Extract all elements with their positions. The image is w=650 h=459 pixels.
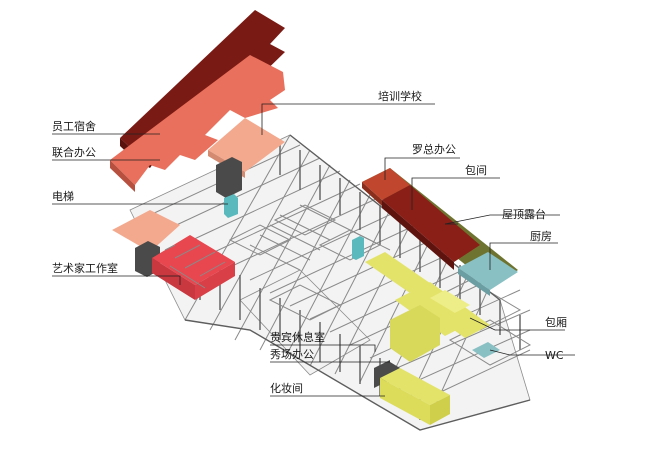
label-private-room: 包间 xyxy=(465,164,487,177)
label-show-office: 秀场办公 xyxy=(270,347,314,361)
wc-block xyxy=(472,342,500,358)
private-room-block xyxy=(382,185,480,270)
label-wc: WC xyxy=(545,349,564,362)
label-artist-studio: 艺术家工作室 xyxy=(52,261,118,275)
kitchen-block xyxy=(458,252,518,296)
label-kitchen: 厨房 xyxy=(530,230,552,243)
leader-lines xyxy=(52,103,575,397)
label-elevator: 电梯 xyxy=(52,190,74,203)
label-dressing-room: 化妆间 xyxy=(270,381,303,395)
label-vip-lounge: 贵宾休息室 xyxy=(270,330,325,344)
label-training-school: 培训学校 xyxy=(378,89,422,103)
box-room-block xyxy=(365,252,490,362)
elevator-core xyxy=(216,157,242,218)
label-joint-office: 联合办公 xyxy=(52,145,96,159)
label-box-room: 包厢 xyxy=(545,316,567,329)
dressing-room-block xyxy=(374,360,450,425)
director-office-block xyxy=(362,168,410,206)
label-director-luo-office: 罗总办公 xyxy=(412,142,456,156)
elevator-core-2 xyxy=(352,236,364,260)
label-roof-terrace: 屋顶露台 xyxy=(502,207,546,221)
label-staff-dorm: 员工宿舍 xyxy=(52,119,96,133)
artist-studio-block xyxy=(112,210,235,300)
joint-office-block xyxy=(110,55,285,192)
